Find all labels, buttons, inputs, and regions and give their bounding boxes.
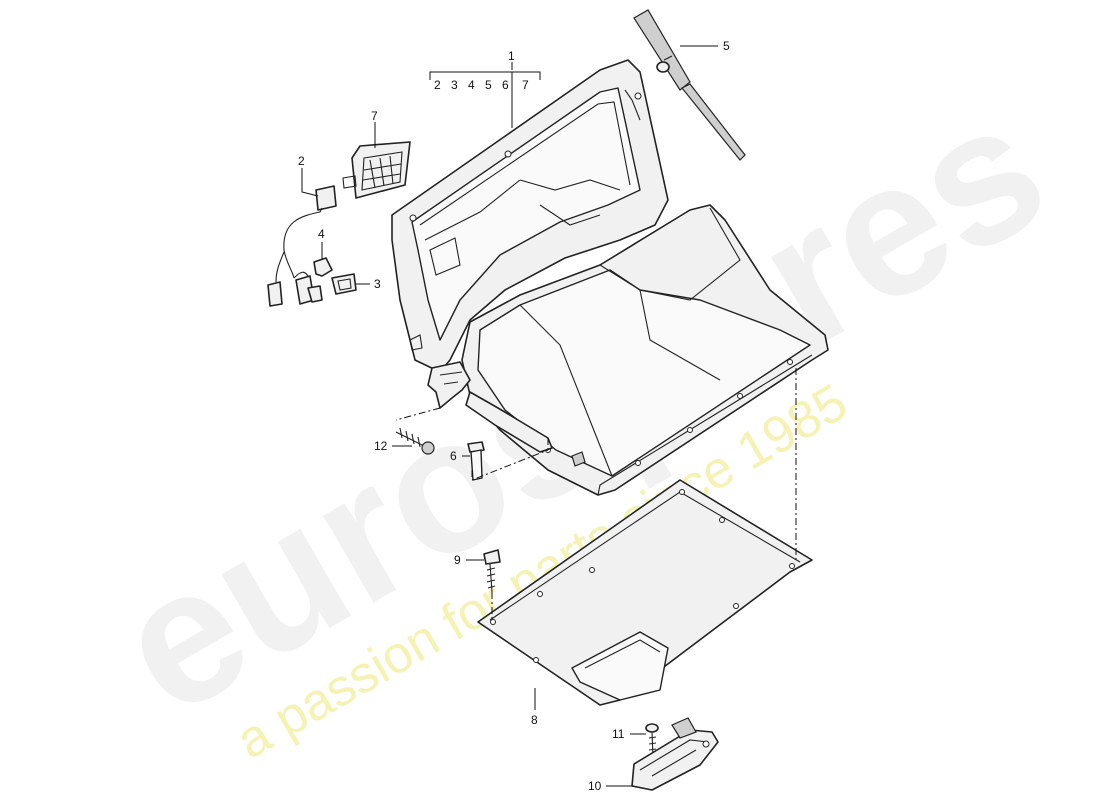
callout-group-1-member: 4 [468, 78, 475, 92]
leader-lines [301, 45, 718, 787]
strut-rod [633, 9, 746, 161]
callout-11: 11 [612, 727, 625, 741]
callout-group-1-member: 3 [451, 78, 458, 92]
callout-group-1-member: 6 [502, 78, 509, 92]
callout-group-1-member: 7 [522, 78, 529, 92]
callout-7: 7 [371, 109, 378, 123]
hinge-bracket [427, 361, 471, 409]
callout-4: 4 [318, 227, 325, 241]
screw-9 [483, 549, 501, 593]
bolt-6 [467, 441, 485, 481]
callout-1: 1 [508, 49, 515, 63]
clip [313, 257, 333, 277]
glove-box-housing [391, 59, 669, 373]
callout-12: 12 [374, 439, 388, 453]
callout-10: 10 [588, 779, 602, 793]
wiring-harness [267, 185, 337, 307]
callout-group-1-member: 2 [434, 78, 441, 92]
callout-6: 6 [450, 449, 457, 463]
callout-5: 5 [723, 39, 730, 53]
callout-8: 8 [531, 713, 538, 727]
lamp-unit [342, 141, 411, 199]
callout-3: 3 [374, 277, 381, 291]
callout-group-1-member: 5 [485, 78, 492, 92]
lower-cover-panel [477, 479, 813, 706]
callouts: 1 2 3 4 5 6 7 2 3 4 5 6 7 8 9 10 11 12 [298, 39, 730, 793]
callout-9: 9 [454, 553, 461, 567]
screw-12 [395, 427, 435, 455]
latch-handle [631, 717, 719, 791]
holder [331, 273, 357, 295]
callout-2: 2 [298, 154, 305, 168]
alignment-lines [395, 368, 797, 622]
glove-box-tray [461, 204, 829, 496]
